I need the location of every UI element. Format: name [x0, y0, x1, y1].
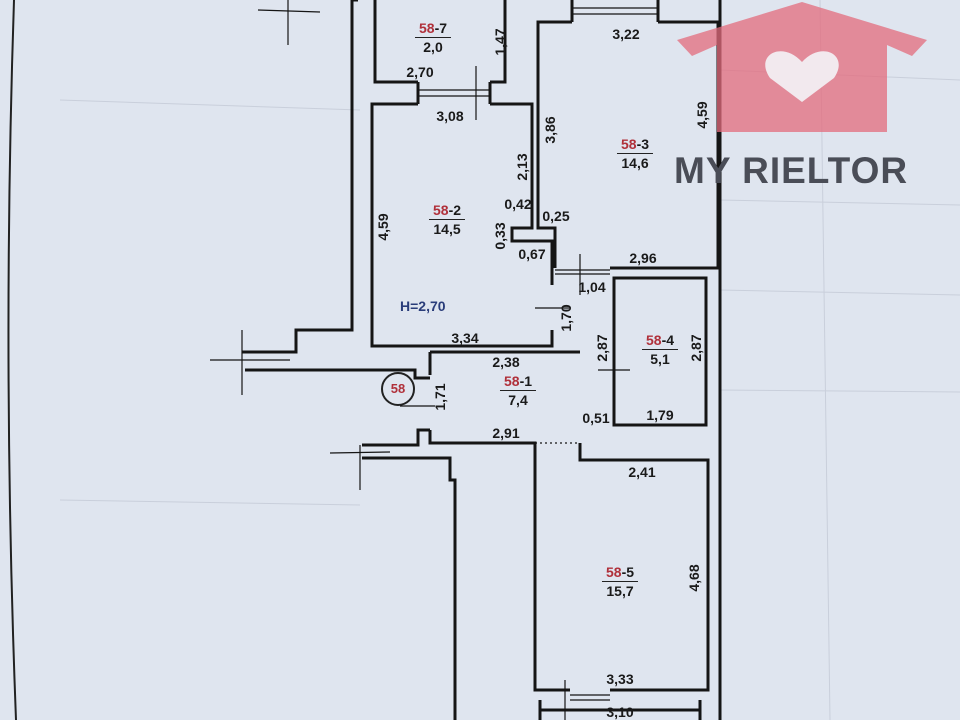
dimension: 2,87 — [688, 334, 704, 362]
dimension: 1,47 — [492, 28, 508, 56]
dimension: 2,87 — [594, 334, 610, 362]
dimension: 2,38 — [492, 354, 520, 370]
dimension: 2,41 — [628, 464, 656, 480]
dimension: 3,22 — [612, 26, 640, 42]
dimension: 4,59 — [375, 213, 391, 241]
apartment-number-marker: 58 — [381, 372, 415, 406]
dimension: 3,34 — [451, 330, 479, 346]
dimension: 1,71 — [432, 383, 448, 411]
watermark-text: MY RIELTOR — [674, 150, 909, 191]
dimension: 0,67 — [518, 246, 546, 262]
dimension: 1,79 — [646, 407, 674, 423]
dimension: 0,51 — [582, 410, 610, 426]
dimension: 4,68 — [686, 564, 702, 592]
dimension: 2,70 — [406, 64, 434, 80]
dimension: 3,08 — [436, 108, 464, 124]
dimension: 1,70 — [558, 304, 574, 332]
dimension: 0,33 — [492, 222, 508, 250]
dimension: 4,59 — [694, 101, 710, 129]
dimension: 1,04 — [578, 279, 606, 295]
watermark-house-heart-icon — [677, 2, 927, 132]
dimension: 3,33 — [606, 671, 634, 687]
dimension: 3,10 — [606, 704, 634, 720]
dimension: 3,86 — [542, 116, 558, 144]
dimension: 2,96 — [629, 250, 657, 266]
ceiling-height: H=2,70 — [400, 298, 446, 314]
dimension: 0,42 — [504, 196, 532, 212]
dimension: 2,91 — [492, 425, 520, 441]
dimension: 2,13 — [514, 153, 530, 181]
dimension: 0,25 — [542, 208, 570, 224]
